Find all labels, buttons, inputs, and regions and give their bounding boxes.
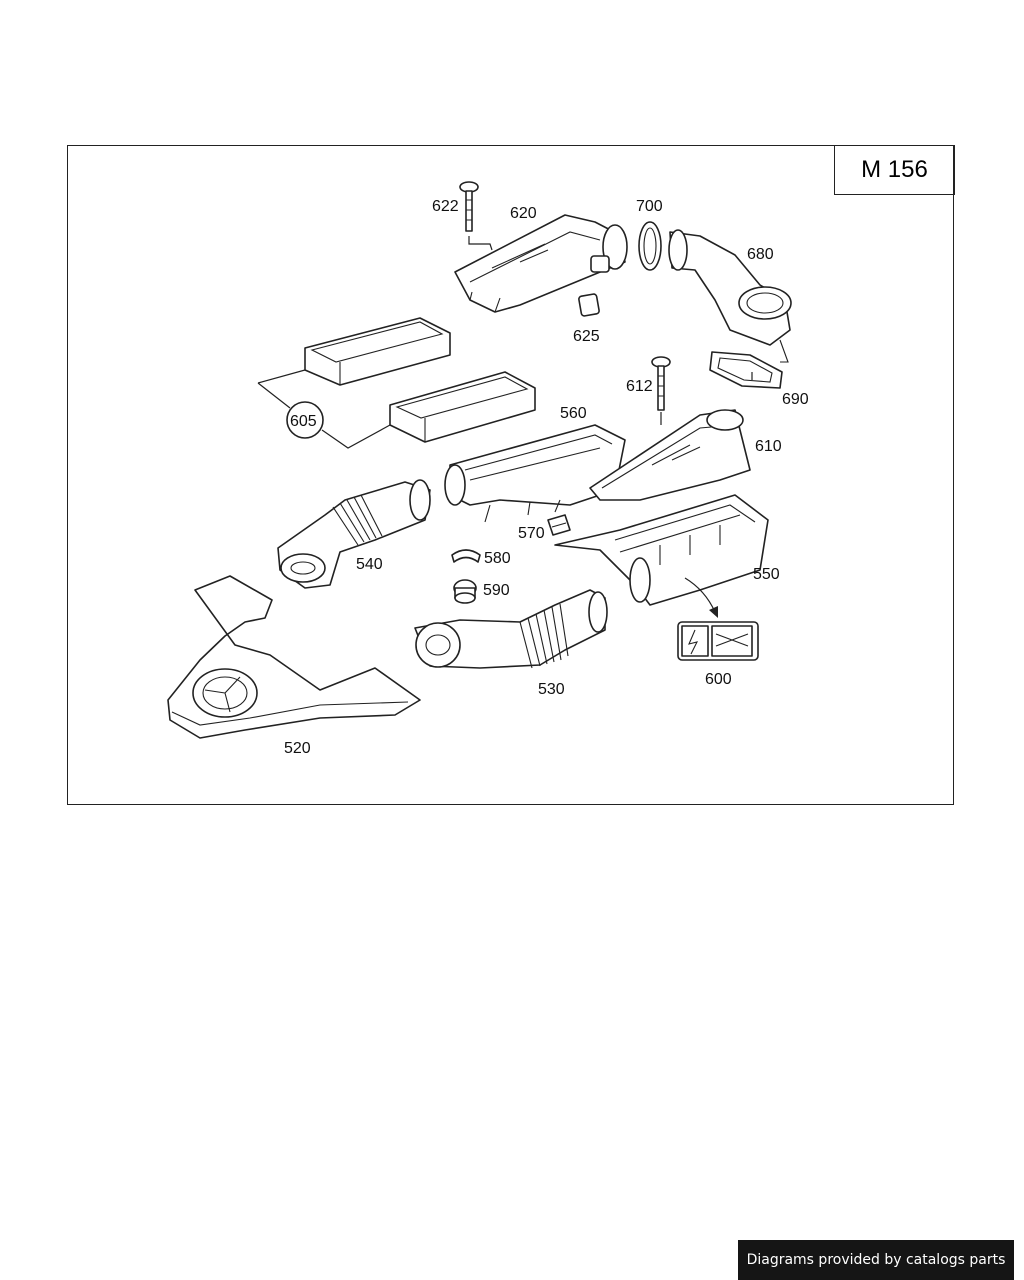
callout-610: 610 [755, 438, 782, 455]
footer-text: Diagrams provided by catalogs parts [746, 1252, 1006, 1268]
part-520-engine-cover[interactable] [167, 575, 421, 739]
callout-550: 550 [753, 566, 780, 583]
service-manual-icon [711, 625, 753, 657]
callout-530: 530 [538, 681, 565, 698]
filter-leader-lines [257, 369, 391, 449]
part-540-duct[interactable] [277, 479, 431, 589]
part-590-grommet[interactable] [453, 579, 477, 604]
callout-612: 612 [626, 378, 653, 395]
bolt-622-leader [468, 236, 493, 251]
callout-605: 605 [290, 413, 317, 430]
part-612-bolt[interactable] [651, 356, 671, 411]
callout-520: 520 [284, 740, 311, 757]
part-605-filter-upper[interactable] [304, 317, 451, 386]
part-560-lower-housing[interactable] [444, 424, 626, 523]
callout-690: 690 [782, 391, 809, 408]
part-605-filter-lower[interactable] [389, 371, 536, 443]
callout-580: 580 [484, 550, 511, 567]
callout-700: 700 [636, 198, 663, 215]
callout-622: 622 [432, 198, 459, 215]
label-arrowhead [709, 606, 718, 618]
callout-680: 680 [747, 246, 774, 263]
part-600-warning-label[interactable] [677, 621, 759, 661]
part-610-cover[interactable] [589, 409, 751, 501]
part-625-seal[interactable] [578, 255, 610, 317]
part-622-bolt[interactable] [459, 181, 479, 232]
part-680-intake-elbow[interactable] [668, 229, 792, 363]
lightning-bolt-icon [688, 629, 699, 655]
model-code: M 156 [861, 156, 928, 183]
callout-600: 600 [705, 671, 732, 688]
filter-callout-circle [286, 401, 324, 439]
part-580-clamp[interactable] [451, 549, 481, 563]
part-550-lower-housing[interactable] [554, 494, 769, 606]
callout-590: 590 [483, 582, 510, 599]
footer-credit: Diagrams provided by catalogs parts [738, 1240, 1014, 1280]
model-code-box: M 156 [834, 145, 955, 195]
part-570-clip[interactable] [547, 514, 571, 536]
diagram-frame [67, 145, 954, 805]
part-530-duct[interactable] [414, 589, 608, 669]
part-690-seal-ring[interactable] [709, 351, 783, 389]
part-700-clamp[interactable] [638, 221, 662, 271]
callout-560: 560 [560, 405, 587, 422]
callout-570: 570 [518, 525, 545, 542]
callout-620: 620 [510, 205, 537, 222]
callout-625: 625 [573, 328, 600, 345]
callout-540: 540 [356, 556, 383, 573]
